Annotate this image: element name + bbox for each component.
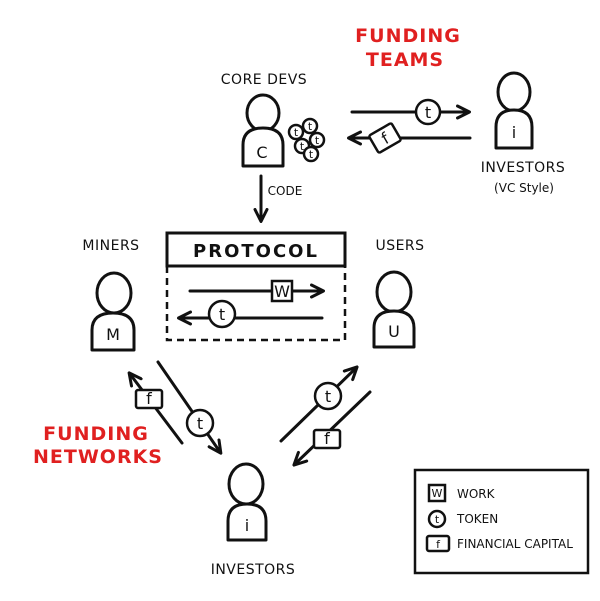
investors-top-label-line2: (VC Style) <box>494 181 554 195</box>
funding-networks-label-line2: NETWORKS <box>33 446 163 468</box>
token-icon: t <box>325 387 331 406</box>
user-figure-letter: U <box>388 322 400 341</box>
protocol-box: PROTOCOL <box>165 231 347 342</box>
work-icon: W <box>274 282 290 301</box>
svg-text:t: t <box>309 148 314 161</box>
protocol-label: PROTOCOL <box>193 241 319 262</box>
token-icon: t <box>219 305 225 324</box>
svg-text:t: t <box>315 134 320 147</box>
capital-from-users-arrow: f <box>292 390 372 467</box>
token-icon: t <box>425 103 431 122</box>
investors-top-label-line1: INVESTORS <box>481 160 566 176</box>
users-label: USERS <box>375 238 424 254</box>
funding-networks-label-line1: FUNDING <box>43 423 149 445</box>
work-arrow: W <box>188 279 325 303</box>
legend-item-token: t TOKEN <box>427 509 498 529</box>
investor-top-figure-letter: i <box>512 123 516 142</box>
svg-text:t: t <box>308 120 313 133</box>
token-from-miners-arrow: t <box>156 360 223 455</box>
miner-figure: M <box>90 271 136 352</box>
capital-to-devs-arrow: f <box>347 122 472 154</box>
capital-to-miners-arrow: f <box>127 371 184 445</box>
token-to-miners-arrow: t <box>177 299 324 329</box>
investors-bottom-label: INVESTORS <box>211 562 296 578</box>
legend-item-work: W WORK <box>427 483 496 503</box>
legend-item-capital: f FINANCIAL CAPITAL <box>425 534 573 553</box>
user-figure: U <box>372 270 416 349</box>
investor-top-figure: i <box>494 71 534 150</box>
code-label: CODE <box>268 184 303 198</box>
svg-text:t: t <box>294 126 299 139</box>
token-pile-icon: t t t t t <box>287 117 326 163</box>
legend-token-symbol: t <box>435 513 440 526</box>
investor-bottom-figure-letter: i <box>245 516 249 535</box>
investor-bottom-figure: i <box>226 462 268 542</box>
legend-work-label: WORK <box>457 487 496 501</box>
token-to-investors-arrow: t <box>350 98 471 126</box>
svg-text:t: t <box>300 140 305 153</box>
miners-label: MINERS <box>82 238 139 254</box>
core-devs-figure: C <box>241 93 285 168</box>
core-devs-label: CORE DEVS <box>221 72 307 88</box>
capital-icon: f <box>146 389 152 408</box>
token-icon: t <box>197 414 203 433</box>
legend-capital-label: FINANCIAL CAPITAL <box>457 537 573 551</box>
legend-capital-symbol: f <box>436 538 441 551</box>
miner-figure-letter: M <box>106 325 120 344</box>
legend-token-label: TOKEN <box>456 512 498 526</box>
core-devs-figure-letter: C <box>256 143 267 162</box>
legend-work-symbol: W <box>432 487 443 500</box>
capital-icon: f <box>324 429 330 448</box>
token-to-users-arrow: t <box>279 365 359 443</box>
funding-teams-label-line1: FUNDING <box>355 25 461 47</box>
legend: W WORK t TOKEN f FINANCIAL CAPITAL <box>413 468 590 575</box>
funding-teams-label-line2: TEAMS <box>366 49 444 71</box>
